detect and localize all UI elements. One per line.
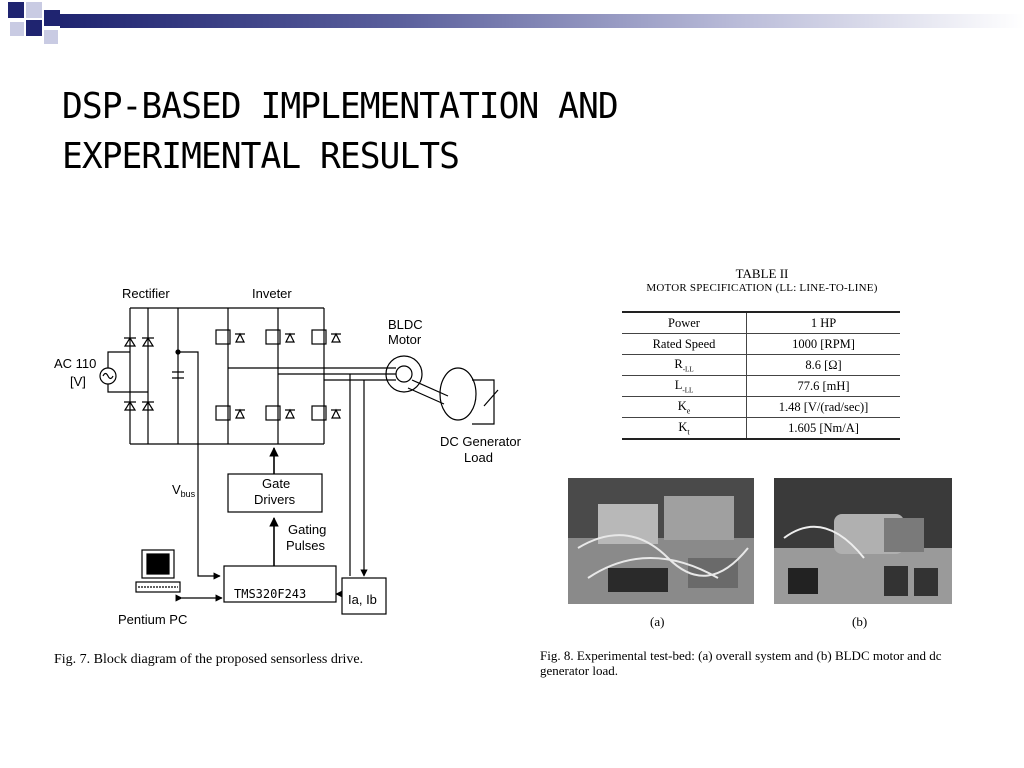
decor-square: [44, 10, 60, 26]
decor-square: [26, 2, 42, 18]
slide-title: DSP-BASED IMPLEMENTATION AND EXPERIMENTA…: [62, 82, 926, 182]
figure-7-caption: Fig. 7. Block diagram of the proposed se…: [54, 652, 364, 667]
param-cell: Ke: [622, 396, 747, 418]
slide-title-line: EXPERIMENTAL RESULTS: [62, 136, 460, 177]
rectifier-legs: [129, 308, 149, 444]
gate-drivers-label: Drivers: [254, 492, 296, 507]
bldc-motor-symbol: [385, 355, 449, 405]
vbus-label: Vbus: [172, 482, 196, 499]
gate-drivers-label: Gate: [262, 476, 290, 491]
dc-generator-label: DC Generator: [440, 434, 522, 449]
table-row: Kt 1.605 [Nm/A]: [622, 417, 900, 440]
table-row: Ke 1.48 [V/(rad/sec)]: [622, 396, 900, 418]
bldc-label: BLDC: [388, 317, 423, 332]
figure-8-caption-line: generator load.: [540, 663, 618, 678]
table-title: TABLE II: [735, 266, 789, 281]
dc-generator-symbol: [439, 367, 499, 425]
inverter-switches: [215, 329, 341, 421]
motor-spec-table: Power 1 HP Rated Speed 1000 [RPM] R-LL 8…: [622, 311, 900, 440]
dc-generator-label: Load: [464, 450, 493, 465]
value-cell: 1000 [RPM]: [746, 333, 900, 355]
table-row: Rated Speed 1000 [RPM]: [622, 333, 900, 355]
photo-b-label: (b): [852, 614, 868, 629]
vbus-sense-line: [178, 351, 221, 580]
gating-pulses-label: Gating: [288, 522, 326, 537]
computer-icon: [135, 549, 181, 593]
value-cell: 8.6 [Ω]: [746, 354, 900, 376]
table-row: Power 1 HP: [622, 311, 900, 334]
motor-spec-table-block: TABLE II MOTOR SPECIFICATION (LL: LINE-T…: [622, 266, 902, 440]
block-diagram: Rectifier Inveter BLDC Motor AC 110 [V] …: [54, 286, 522, 627]
ac-source-symbol: [99, 351, 148, 393]
value-cell: 1.48 [V/(rad/sec)]: [746, 396, 900, 418]
param-cell: Kt: [622, 417, 747, 440]
ac-source-label: [V]: [70, 374, 86, 389]
testbed-photo-b: [774, 478, 952, 604]
rectifier-diodes: [123, 336, 155, 411]
sensor-label: Ia, Ib: [348, 592, 377, 607]
slide-title-line: DSP-BASED IMPLEMENTATION AND: [62, 86, 619, 127]
phase-lines: [228, 367, 396, 381]
pc-label: Pentium PC: [118, 612, 187, 627]
inverter-legs: [227, 308, 325, 444]
dc-link-capacitor: [172, 308, 184, 444]
figure-8-caption: Fig. 8. Experimental test-bed: (a) overa…: [540, 648, 941, 678]
table-row: R-LL 8.6 [Ω]: [622, 354, 900, 376]
gating-pulses-label: Pulses: [286, 538, 326, 553]
decor-square: [26, 20, 42, 36]
gate-drivers-box: [227, 473, 323, 513]
table-row: L-LL 77.6 [mH]: [622, 375, 900, 397]
param-cell: L-LL: [622, 375, 747, 397]
decor-square: [10, 22, 24, 36]
decor-square: [44, 30, 58, 44]
param-cell: R-LL: [622, 354, 747, 376]
value-cell: 1 HP: [746, 311, 900, 334]
value-cell: 77.6 [mH]: [746, 375, 900, 397]
header-decoration: [0, 0, 1024, 44]
inverter-label: Inveter: [252, 286, 292, 301]
dsp-box: [223, 565, 337, 603]
rectifier-label: Rectifier: [122, 286, 170, 301]
header-gradient-bar: [60, 14, 1024, 28]
testbed-photo-a: [568, 478, 754, 604]
figure-8-caption-line: Fig. 8. Experimental test-bed: (a) overa…: [540, 648, 942, 663]
table-subtitle: MOTOR SPECIFICATION (LL: LINE-TO-LINE): [646, 282, 878, 294]
param-cell: Power: [622, 311, 747, 334]
decor-square: [8, 2, 24, 18]
current-sense-lines: [349, 374, 364, 576]
value-cell: 1.605 [Nm/A]: [746, 417, 900, 440]
dc-bus-rails: [130, 307, 324, 445]
dsp-label: TMS320F243: [234, 587, 306, 601]
bldc-label: Motor: [388, 332, 422, 347]
photo-a-label: (a): [650, 614, 665, 629]
ac-source-label: AC 110: [54, 356, 96, 371]
param-cell: Rated Speed: [622, 333, 747, 355]
